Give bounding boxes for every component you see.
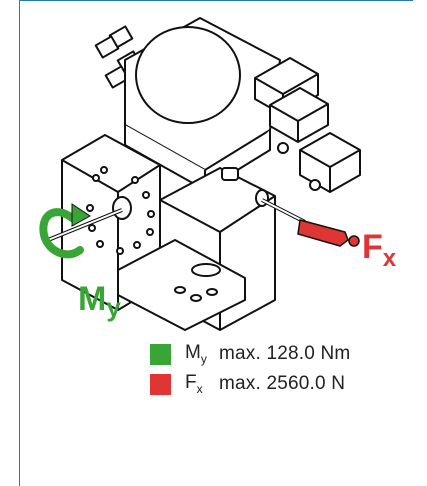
force-label: Fx <box>362 228 397 272</box>
frame-top-rule <box>19 0 413 1</box>
load-legend: My max. 128.0 Nm Fx max. 2560.0 N <box>150 342 350 402</box>
moment-arrow <box>39 203 91 259</box>
force-symbol: Fx <box>185 372 203 396</box>
force-value: max. 2560.0 N <box>219 373 346 394</box>
force-arrow <box>297 219 360 247</box>
base-plate <box>117 239 246 331</box>
force-swatch <box>150 373 171 395</box>
force-rod <box>261 198 306 224</box>
round-cover <box>135 26 241 124</box>
moment-label: My <box>78 280 121 322</box>
jaw-blocks <box>254 57 361 193</box>
moment-rod <box>47 208 123 242</box>
moment-swatch <box>150 343 171 365</box>
legend-item-moment: My max. 128.0 Nm <box>150 342 350 366</box>
moment-symbol: My <box>185 342 207 366</box>
frame-left-rule <box>19 0 20 486</box>
legend-item-force: Fx max. 2560.0 N <box>150 372 350 396</box>
gripper-diagram: My Fx <box>39 17 397 331</box>
moment-value: max. 128.0 Nm <box>219 343 351 364</box>
